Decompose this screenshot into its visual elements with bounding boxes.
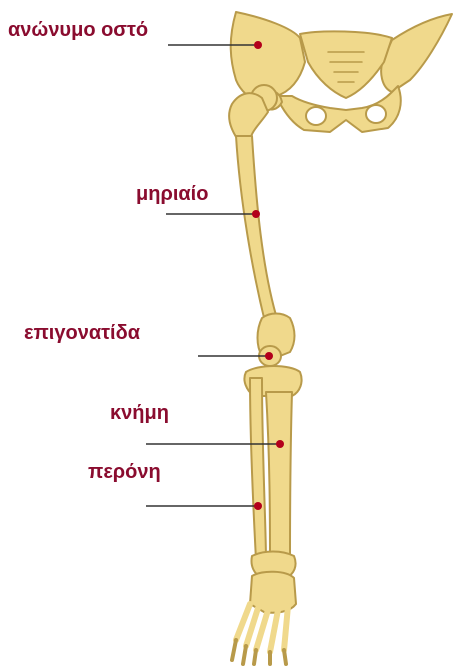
femur-bone <box>229 85 294 356</box>
marker-tibia <box>276 440 284 448</box>
label-hip-bone: ανώνυμο οστό <box>8 19 148 41</box>
fibula-bone <box>250 378 266 560</box>
marker-patella <box>265 352 273 360</box>
foot-bones <box>232 572 296 664</box>
label-tibia: κνήμη <box>110 402 169 424</box>
tibia-bone <box>266 392 292 560</box>
femoral-neck-and-trochanter <box>229 93 268 140</box>
label-patella: επιγονατίδα <box>24 322 140 344</box>
marker-femur <box>252 210 260 218</box>
right-iliac-wing <box>381 14 452 92</box>
marker-fibula <box>254 502 262 510</box>
label-fibula: περόνη <box>88 461 161 483</box>
skeleton-illustration <box>229 12 452 664</box>
lower-leg-bones <box>244 366 301 578</box>
marker-hip-bone <box>254 41 262 49</box>
label-femur: μηριαίο <box>136 183 208 205</box>
femur-shaft <box>236 136 278 326</box>
right-obturator-foramen <box>366 105 386 123</box>
sacrum <box>300 31 392 98</box>
left-obturator-foramen <box>306 107 326 125</box>
